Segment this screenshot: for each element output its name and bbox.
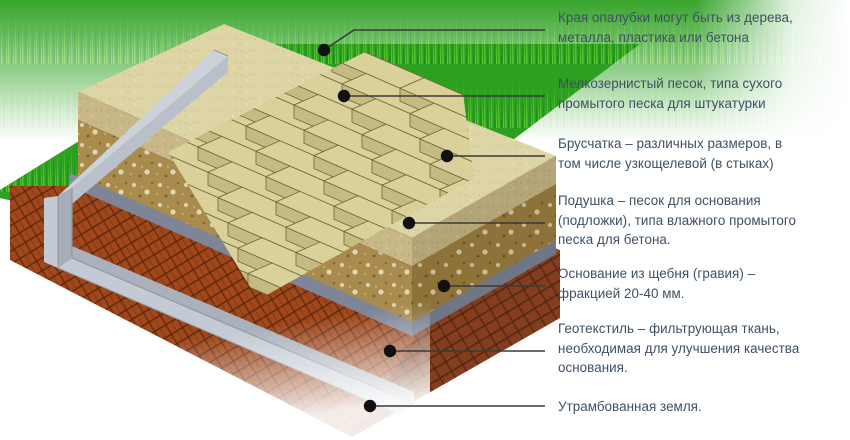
callout-dot	[383, 344, 397, 358]
callout-paving-stones	[440, 149, 545, 163]
callout-label-bedding-sand: Подушка – песок для основания (подложки)…	[558, 193, 796, 247]
callout-label-fine-sand: Мелкозернистый песок, типа сухого промыт…	[558, 76, 783, 111]
callout-label-compacted-earth: Утрамбованная земля.	[558, 399, 702, 414]
callout-dot	[437, 279, 451, 293]
callout-bedding-sand	[402, 216, 545, 230]
callout-label-paving-stones: Брусчатка – различных размеров, в том чи…	[558, 136, 783, 171]
callout-dot	[317, 43, 331, 57]
callout-leader-group	[317, 29, 545, 413]
callout-dot	[337, 89, 351, 103]
callout-dot	[363, 399, 377, 413]
callout-fine-sand	[337, 89, 545, 103]
leader-line	[323, 29, 545, 51]
callout-label-crushed-stone-base: Основание из щебня (гравия) – фракцией 2…	[558, 266, 756, 301]
callout-formwork-edges	[317, 29, 545, 57]
callout-compacted-earth	[363, 399, 545, 413]
callout-label-geotextile: Геотекстиль – фильтрующая ткань, необход…	[558, 321, 800, 375]
callout-dot	[402, 216, 416, 230]
callout-label-formwork-edges: Края опалубки могут быть из дерева, мета…	[558, 10, 793, 45]
callout-crushed-stone-base	[437, 279, 545, 293]
callout-geotextile	[383, 344, 545, 358]
callout-dot	[440, 149, 454, 163]
